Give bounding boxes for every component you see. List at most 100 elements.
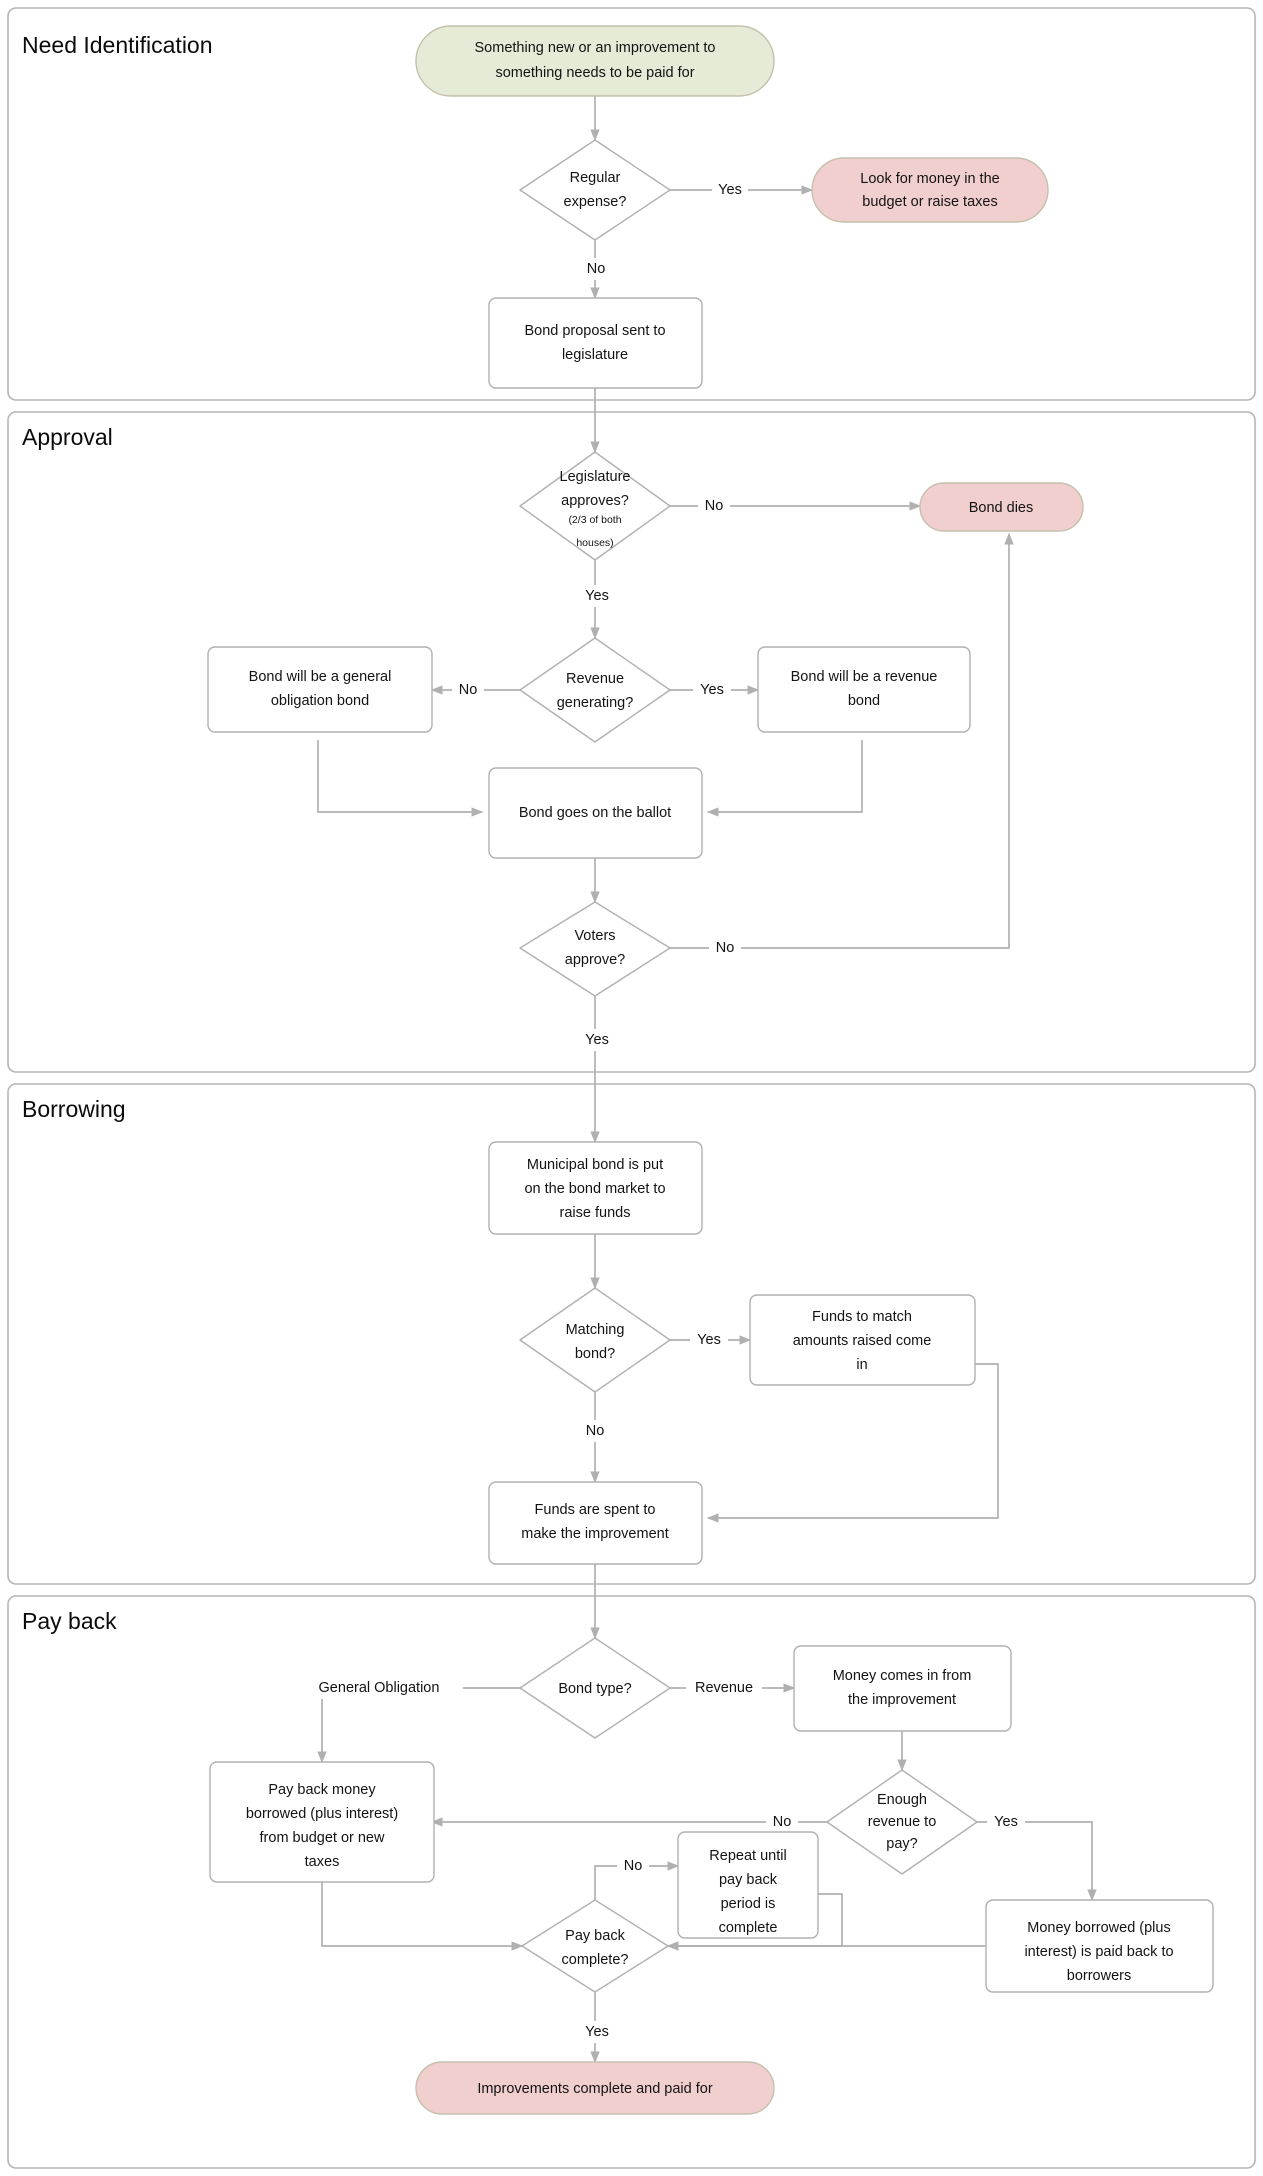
cluster-label-borrowing: Borrowing xyxy=(22,1096,126,1122)
node-general-obligation-bond-line1: Bond will be a general xyxy=(249,669,392,685)
node-bond-proposal-line2: legislature xyxy=(562,347,628,363)
node-funds-spent[interactable]: Funds are spent to make the improvement xyxy=(488,1481,703,1565)
node-improvements-complete-label: Improvements complete and paid for xyxy=(477,2081,713,2097)
node-municipal-bond-market[interactable]: Municipal bond is put on the bond market… xyxy=(488,1141,703,1235)
edge-voters-to-bond-dies xyxy=(670,532,1014,949)
edge-label-no-payback-complete: No xyxy=(624,1858,643,1874)
node-general-obligation-bond-line2: obligation bond xyxy=(271,693,369,709)
node-revenue-generating-line1: Revenue xyxy=(566,671,624,687)
node-money-comes-in[interactable]: Money comes in from the improvement xyxy=(793,1645,1012,1732)
node-revenue-generating[interactable]: Revenue generating? xyxy=(519,637,671,743)
node-enough-revenue[interactable]: Enough revenue to pay? xyxy=(826,1769,978,1875)
node-pay-back-money-line2: borrowed (plus interest) xyxy=(246,1806,398,1822)
node-money-paid-back-line1: Money borrowed (plus xyxy=(1027,1920,1170,1936)
edge-label-yes-matching-bond: Yes xyxy=(697,1332,721,1348)
node-funds-spent-line1: Funds are spent to xyxy=(535,1502,656,1518)
node-pay-back-money[interactable]: Pay back money borrowed (plus interest) … xyxy=(209,1761,435,1883)
node-repeat-until[interactable]: Repeat until pay back period is complete xyxy=(677,1831,819,1939)
edge-label-no-matching-bond: No xyxy=(586,1423,605,1439)
node-regular-expense-line2: expense? xyxy=(564,194,627,210)
node-money-paid-back-line3: borrowers xyxy=(1067,1968,1131,1984)
node-start-line1: Something new or an improvement to xyxy=(475,40,716,56)
node-pay-back-money-line1: Pay back money xyxy=(268,1782,376,1798)
node-revenue-bond-line1: Bond will be a revenue xyxy=(791,669,938,685)
edge-label-yes-regular-expense: Yes xyxy=(718,182,742,198)
node-look-for-money-line1: Look for money in the xyxy=(860,171,999,187)
node-improvements-complete[interactable]: Improvements complete and paid for xyxy=(415,2061,775,2115)
node-voters-approve-line2: approve? xyxy=(565,952,625,968)
node-bond-dies[interactable]: Bond dies xyxy=(919,482,1084,532)
cluster-payback: Pay back xyxy=(7,1595,1256,2169)
node-municipal-bond-market-line3: raise funds xyxy=(560,1205,631,1221)
node-match-funds-line3: in xyxy=(856,1357,867,1373)
node-money-comes-in-line2: the improvement xyxy=(848,1692,956,1708)
node-money-paid-back[interactable]: Money borrowed (plus interest) is paid b… xyxy=(985,1899,1214,1993)
edge-revenue-bond-to-ballot xyxy=(706,740,863,817)
edge-pay-back-money-to-payback-complete xyxy=(321,1882,524,1951)
edge-repeat-until-to-payback-complete xyxy=(666,1893,843,1951)
cluster-approval: Approval xyxy=(7,411,1256,1073)
node-matching-bond[interactable]: Matching bond? xyxy=(519,1287,671,1393)
node-look-for-money[interactable]: Look for money in the budget or raise ta… xyxy=(811,157,1049,223)
node-revenue-bond[interactable]: Bond will be a revenue bond xyxy=(757,646,971,733)
node-start-line2: something needs to be paid for xyxy=(495,65,694,81)
edge-label-yes-revenue-gen: Yes xyxy=(700,682,724,698)
edge-label-no-regular-expense: No xyxy=(587,261,606,277)
node-repeat-until-line4: complete xyxy=(719,1920,778,1936)
node-payback-complete-line1: Pay back xyxy=(565,1928,625,1944)
cluster-label-need: Need Identification xyxy=(22,32,213,58)
node-regular-expense[interactable]: Regular expense? xyxy=(519,139,671,241)
node-legislature-sub1: (2/3 of both xyxy=(568,514,621,526)
node-revenue-generating-line2: generating? xyxy=(557,695,634,711)
node-voters-approve-line1: Voters xyxy=(574,928,615,944)
node-legislature-line1: Legislature xyxy=(560,469,631,485)
node-bond-dies-label: Bond dies xyxy=(969,500,1034,516)
edge-label-revenue: Revenue xyxy=(695,1680,753,1696)
edge-label-no-enough-revenue: No xyxy=(773,1814,792,1830)
node-repeat-until-line2: pay back xyxy=(719,1872,778,1888)
node-legislature-sub2: houses) xyxy=(576,537,613,549)
node-bond-type[interactable]: Bond type? xyxy=(519,1637,671,1739)
node-ballot-label: Bond goes on the ballot xyxy=(519,805,671,821)
node-bond-proposal[interactable]: Bond proposal sent to legislature xyxy=(488,297,703,389)
edge-label-no-revenue-gen: No xyxy=(459,682,478,698)
edge-label-general-obligation: General Obligation xyxy=(319,1680,440,1696)
node-bond-proposal-line1: Bond proposal sent to xyxy=(524,323,665,339)
cluster-label-payback: Pay back xyxy=(22,1608,117,1634)
node-look-for-money-line2: budget or raise taxes xyxy=(862,194,997,210)
node-repeat-until-line1: Repeat until xyxy=(709,1848,786,1864)
node-legislature[interactable]: Legislature approves? (2/3 of both house… xyxy=(519,451,671,561)
edge-general-ob-bond-to-ballot xyxy=(317,740,484,817)
edge-label-yes-payback-complete: Yes xyxy=(585,2024,609,2040)
node-voters-approve[interactable]: Voters approve? xyxy=(519,901,671,997)
node-payback-complete[interactable]: Pay back complete? xyxy=(521,1899,669,1993)
node-general-obligation-bond[interactable]: Bond will be a general obligation bond xyxy=(207,646,433,733)
node-pay-back-money-line3: from budget or new xyxy=(260,1830,385,1846)
edge-payback-complete-to-repeat-until xyxy=(594,1861,680,1900)
node-match-funds[interactable]: Funds to match amounts raised come in xyxy=(749,1294,976,1386)
node-enough-revenue-line3: pay? xyxy=(886,1836,917,1852)
node-money-paid-back-line2: interest) is paid back to xyxy=(1024,1944,1173,1960)
node-municipal-bond-market-line2: on the bond market to xyxy=(524,1181,665,1197)
node-match-funds-line2: amounts raised come xyxy=(793,1333,932,1349)
node-match-funds-line1: Funds to match xyxy=(812,1309,912,1325)
node-start[interactable]: Something new or an improvement to somet… xyxy=(415,25,775,97)
node-matching-bond-line2: bond? xyxy=(575,1346,615,1362)
node-funds-spent-line2: make the improvement xyxy=(521,1526,668,1542)
node-regular-expense-line1: Regular xyxy=(570,170,621,186)
edge-label-yes-enough-revenue: Yes xyxy=(994,1814,1018,1830)
node-pay-back-money-line4: taxes xyxy=(305,1854,340,1870)
edge-label-no-voters: No xyxy=(716,940,735,956)
node-repeat-until-line3: period is xyxy=(721,1896,776,1912)
node-bond-type-label: Bond type? xyxy=(558,1681,631,1697)
node-enough-revenue-line2: revenue to xyxy=(868,1814,937,1830)
edge-match-funds-to-funds-spent xyxy=(706,1363,999,1523)
edge-label-yes-legislature: Yes xyxy=(585,588,609,604)
edge-label-yes-voters: Yes xyxy=(585,1032,609,1048)
node-revenue-bond-line2: bond xyxy=(848,693,880,709)
node-ballot[interactable]: Bond goes on the ballot xyxy=(488,767,703,859)
node-legislature-line2: approves? xyxy=(561,493,629,509)
node-money-comes-in-line1: Money comes in from xyxy=(833,1668,972,1684)
